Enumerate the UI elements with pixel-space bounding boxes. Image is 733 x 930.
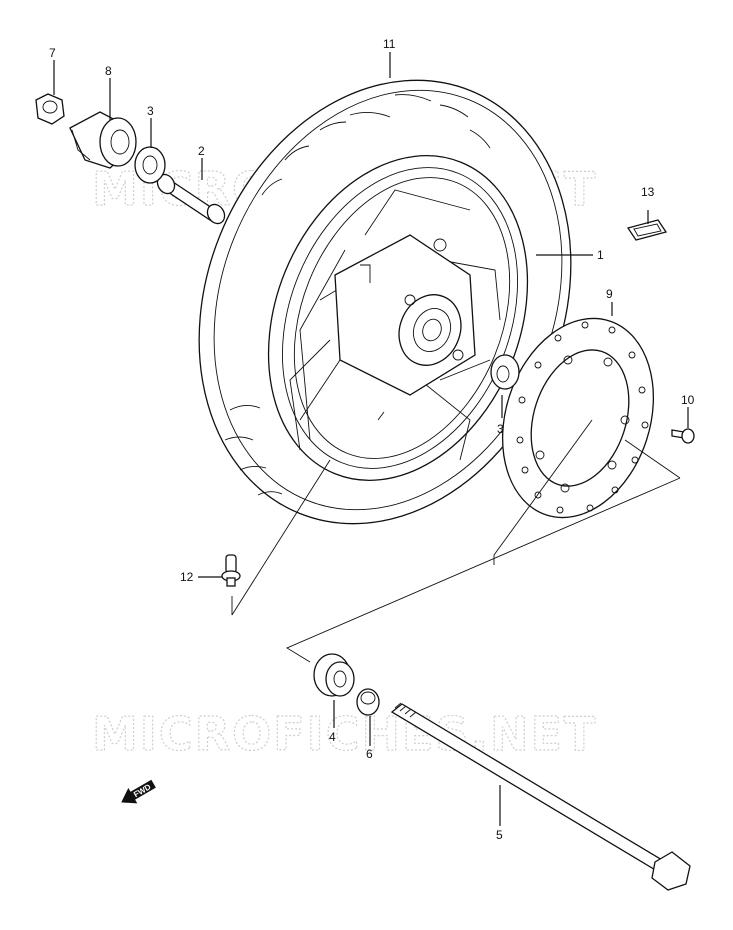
spacer-collar[interactable]	[356, 688, 380, 716]
callout-8: 8	[105, 64, 112, 78]
bearing-right[interactable]	[490, 354, 520, 390]
callout-3-top: 3	[147, 104, 154, 118]
spacer-tube[interactable]	[154, 171, 228, 226]
watermark-bottom: MICROFICHES.NET	[92, 707, 597, 761]
callout-7: 7	[49, 46, 56, 60]
callout-4: 4	[329, 730, 336, 744]
callout-9: 9	[606, 287, 613, 301]
callout-6: 6	[366, 747, 373, 761]
callout-1: 1	[597, 248, 604, 262]
callout-2: 2	[198, 144, 205, 158]
leader-lines	[53, 52, 689, 826]
brake-disc[interactable]	[478, 299, 678, 538]
callout-3-right: 3	[497, 422, 504, 436]
tire-valve[interactable]	[221, 554, 241, 587]
disc-bolt[interactable]	[671, 428, 695, 444]
forward-arrow-icon: FWD	[121, 779, 156, 804]
bearing-lower[interactable]	[313, 653, 355, 697]
front-axle[interactable]	[390, 702, 691, 891]
callout-10: 10	[681, 393, 695, 407]
balancer-weight[interactable]	[626, 219, 668, 241]
axle-nut[interactable]	[35, 93, 65, 125]
callout-12: 12	[180, 570, 194, 584]
wheel[interactable]	[222, 117, 574, 520]
callout-11: 11	[383, 37, 396, 51]
callout-5: 5	[496, 828, 503, 842]
callout-13: 13	[641, 185, 655, 199]
bearing-left[interactable]	[134, 146, 166, 184]
speedometer-gearbox[interactable]	[69, 111, 137, 169]
